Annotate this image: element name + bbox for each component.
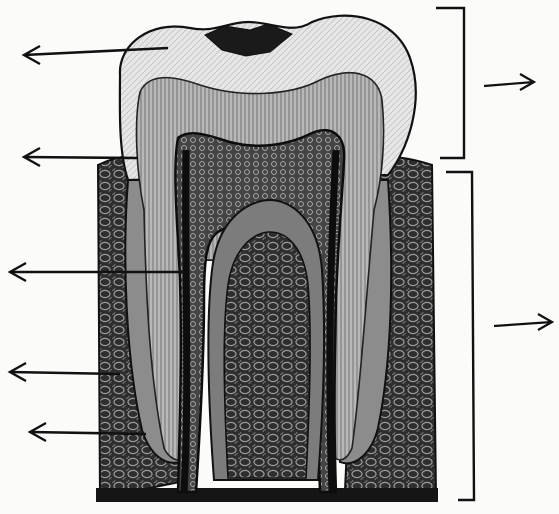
right-arrow-root <box>494 314 552 330</box>
root-bracket <box>446 172 474 500</box>
crown-bracket <box>436 8 464 158</box>
interradicular-septum <box>208 200 324 480</box>
right-arrow-crown <box>484 74 534 90</box>
